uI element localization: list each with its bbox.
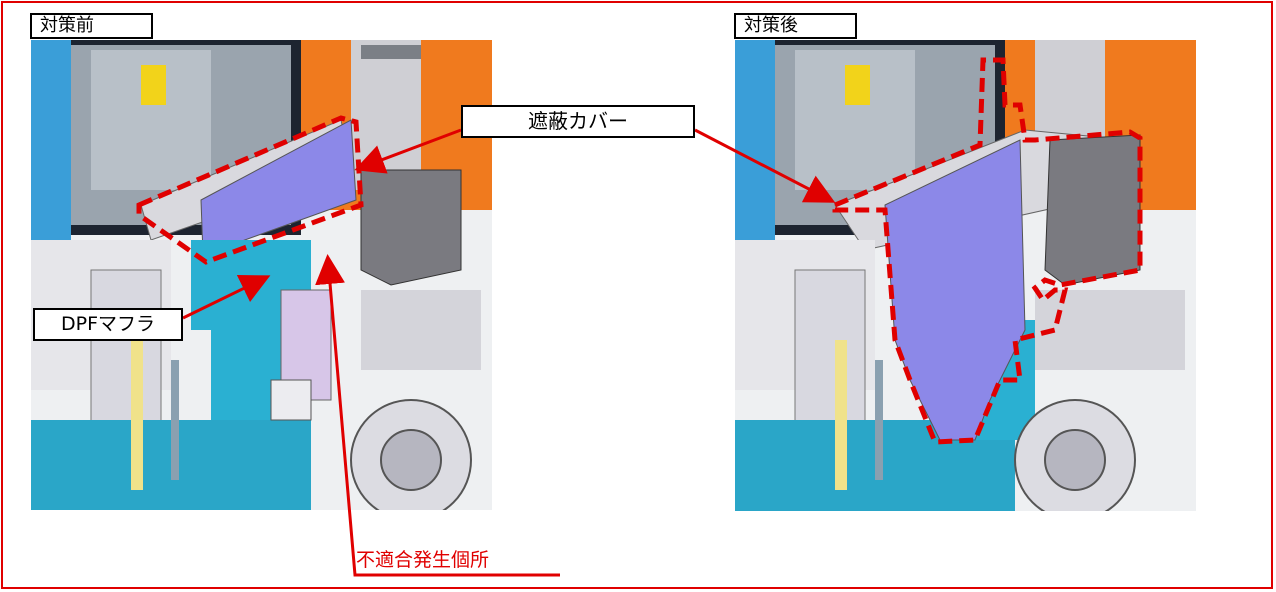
shield-cover-callout: 遮蔽カバー [461, 105, 695, 138]
defect-location-label: 不適合発生個所 [356, 549, 490, 571]
dpf-muffler-callout: DPFマフラ [33, 308, 183, 341]
before-label: 対策前 [30, 13, 153, 39]
after-illustration [735, 40, 1196, 511]
before-illustration [31, 40, 492, 510]
after-label: 対策後 [734, 13, 857, 39]
